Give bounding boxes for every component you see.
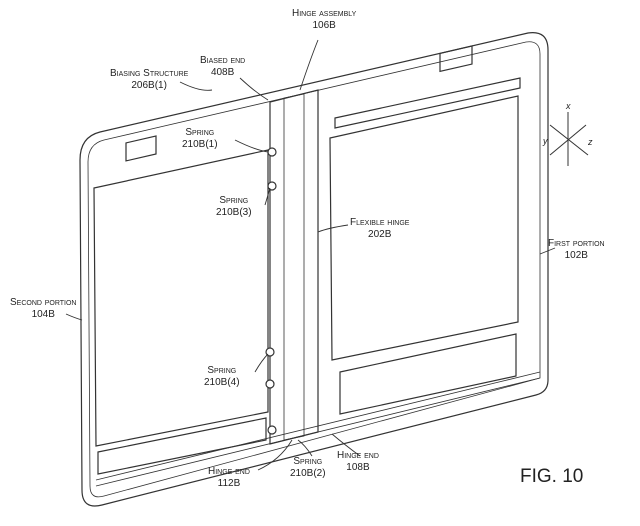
- second-portion-panel: [93, 149, 269, 447]
- second-portion-bottom-strip: [97, 417, 267, 475]
- figure-label: FIG. 10: [520, 466, 584, 487]
- right-camera: [439, 45, 473, 73]
- device-inner-outline: [87, 41, 541, 498]
- axis-x-label: x: [566, 101, 571, 111]
- flexible-hinge: [283, 93, 305, 441]
- hinge-band: [95, 371, 541, 487]
- left-camera: [125, 135, 157, 162]
- device-outline: [79, 32, 549, 507]
- first-portion-bottom-strip: [339, 333, 517, 415]
- axis-z-label: z: [588, 137, 593, 147]
- leader-lines: [65, 39, 556, 471]
- axis-y-label: y: [543, 136, 548, 146]
- hinge-assembly: [269, 89, 319, 445]
- axis-indicator: [549, 112, 589, 166]
- first-portion-display: [329, 95, 519, 361]
- first-portion-top-bar: [334, 77, 521, 129]
